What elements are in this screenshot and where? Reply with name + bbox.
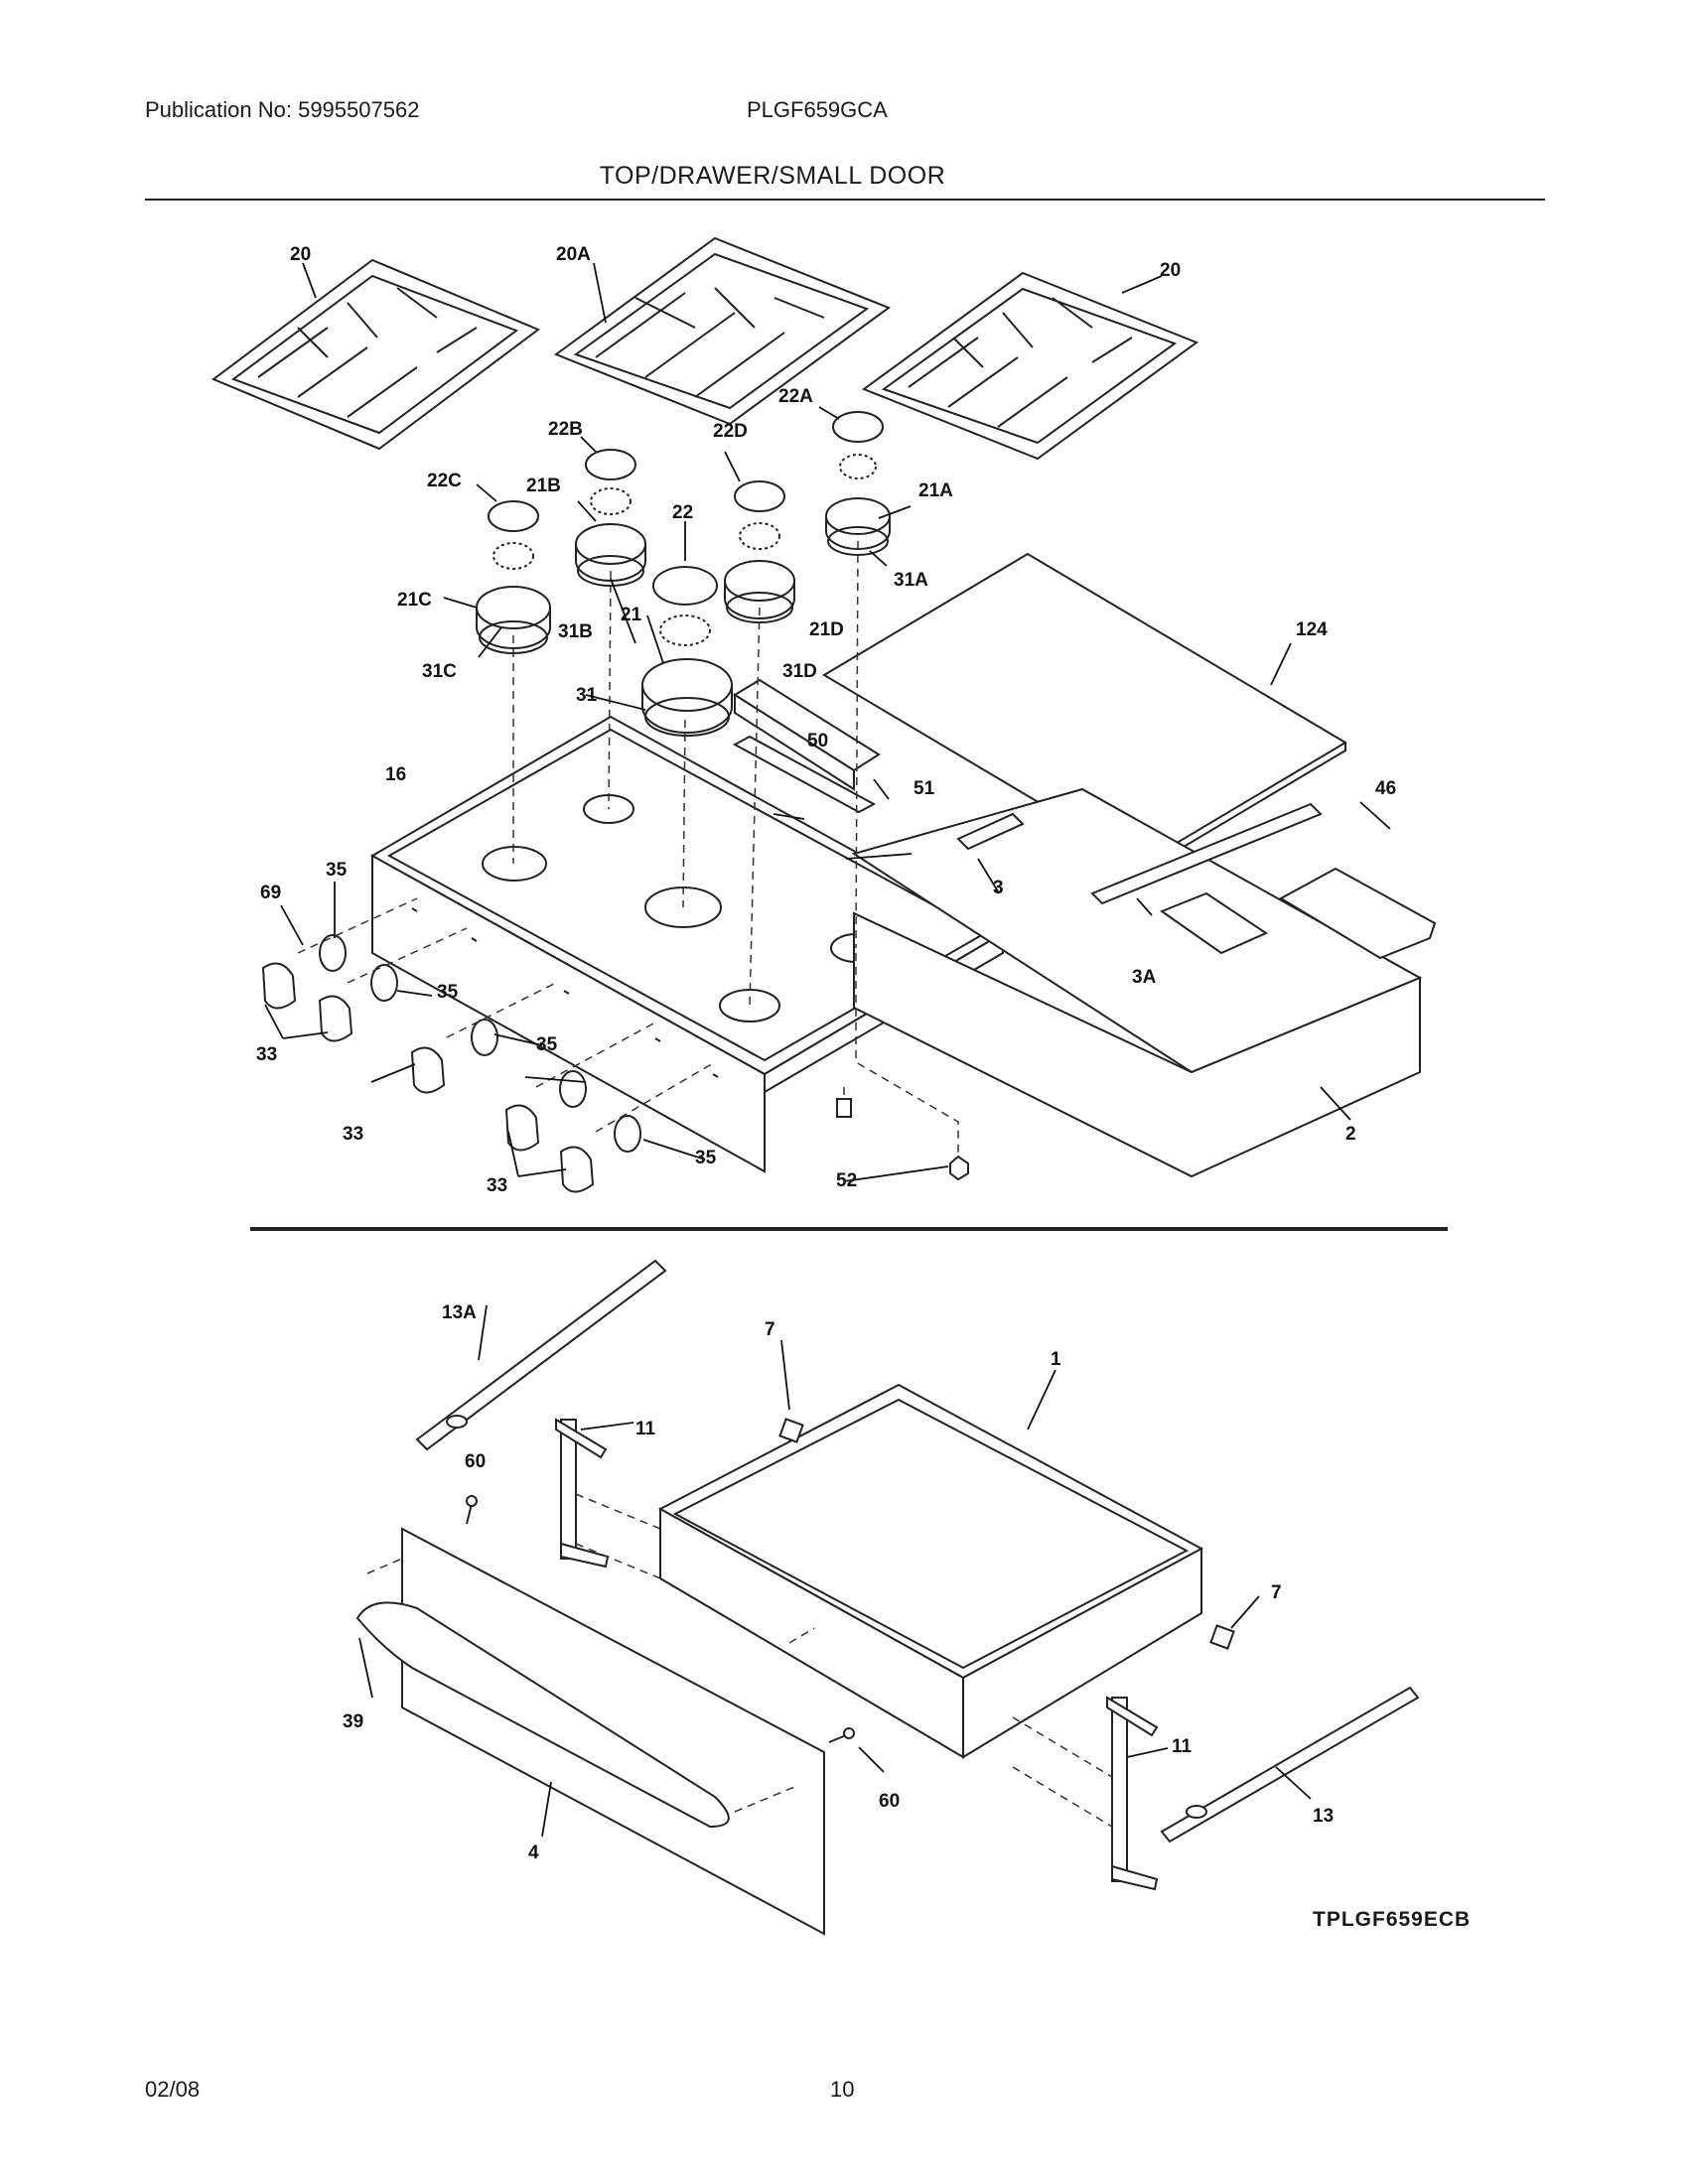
burner-22A-cap xyxy=(825,411,891,556)
drawer-slide-13 xyxy=(1160,1686,1420,1843)
callout-20-left: 20 xyxy=(290,244,311,265)
grate-center xyxy=(553,236,892,426)
callout-35-third: 35 xyxy=(536,1034,558,1055)
callout-50: 50 xyxy=(807,731,828,751)
callout-46: 46 xyxy=(1375,778,1396,799)
callout-7-top: 7 xyxy=(765,1319,775,1340)
figure-code: TPLGF659ECB xyxy=(1313,1908,1472,1931)
callout-39: 39 xyxy=(343,1711,363,1732)
footer-date: 02/08 xyxy=(145,2077,201,2102)
callout-21A: 21A xyxy=(918,480,953,501)
callout-60-right: 60 xyxy=(879,1791,900,1812)
callout-52: 52 xyxy=(836,1170,857,1191)
callout-21B: 21B xyxy=(526,476,561,496)
callout-51: 51 xyxy=(914,778,935,799)
callout-22B: 22B xyxy=(548,419,583,440)
cooktop-base-frame xyxy=(851,787,1437,1178)
burner-22D-cap xyxy=(724,480,795,623)
grate-right xyxy=(861,271,1199,461)
publication-number: Publication No: 5995507562 xyxy=(145,97,420,122)
callout-60-left: 60 xyxy=(465,1451,486,1472)
model-number: PLGF659GCA xyxy=(747,97,888,122)
callout-22: 22 xyxy=(672,502,693,523)
drawer-bracket-left xyxy=(555,1418,610,1569)
grate-left xyxy=(211,258,540,451)
section-divider xyxy=(250,1227,1448,1231)
callout-7-right: 7 xyxy=(1271,1582,1282,1603)
callout-3: 3 xyxy=(993,878,1004,898)
section-title: TOP/DRAWER/SMALL DOOR xyxy=(599,162,946,190)
callout-35-bottom: 35 xyxy=(695,1148,717,1168)
vent-trim-50 xyxy=(732,678,881,814)
burner-22C-cap xyxy=(476,500,551,654)
drawer-front-panel xyxy=(355,1527,825,1936)
callout-33-middle: 33 xyxy=(343,1124,363,1145)
screws-60 xyxy=(466,1495,855,1743)
callout-22C: 22C xyxy=(427,471,462,491)
callout-69: 69 xyxy=(260,883,281,903)
callout-35-second: 35 xyxy=(437,982,459,1003)
page-number: 10 xyxy=(830,2077,855,2102)
callout-31C: 31C xyxy=(422,661,457,682)
callout-4: 4 xyxy=(528,1843,539,1863)
callout-13A: 13A xyxy=(442,1302,477,1323)
orifice-nut-52 xyxy=(836,1098,969,1181)
callout-2: 2 xyxy=(1345,1124,1356,1145)
callout-11-right: 11 xyxy=(1172,1736,1193,1757)
callout-31A: 31A xyxy=(894,570,928,591)
callout-22A: 22A xyxy=(778,386,813,407)
callout-31D: 31D xyxy=(782,661,817,682)
callout-31: 31 xyxy=(576,685,598,706)
callout-22D: 22D xyxy=(713,421,748,442)
callout-21C: 21C xyxy=(397,590,432,611)
callout-31B: 31B xyxy=(558,621,593,642)
callout-3A: 3A xyxy=(1132,967,1157,988)
callout-20-right: 20 xyxy=(1160,260,1181,281)
callout-33-left: 33 xyxy=(256,1044,277,1065)
drawer-bracket-right xyxy=(1106,1696,1159,1891)
callout-13: 13 xyxy=(1313,1806,1334,1827)
callout-21: 21 xyxy=(621,605,642,625)
callout-124: 124 xyxy=(1296,619,1328,640)
callout-20A: 20A xyxy=(556,244,591,265)
burner-22B-cap xyxy=(575,449,646,587)
callout-1: 1 xyxy=(1051,1349,1061,1370)
callout-16: 16 xyxy=(385,764,406,785)
callout-35-top: 35 xyxy=(326,860,348,881)
header-divider xyxy=(145,199,1545,201)
callout-33-bottom: 33 xyxy=(487,1175,507,1196)
callout-11-left: 11 xyxy=(635,1419,656,1439)
burner-22-cap xyxy=(641,566,733,737)
drawer-body xyxy=(657,1383,1235,1759)
drawer-slide-13A xyxy=(415,1259,667,1451)
callout-21D: 21D xyxy=(809,619,844,640)
